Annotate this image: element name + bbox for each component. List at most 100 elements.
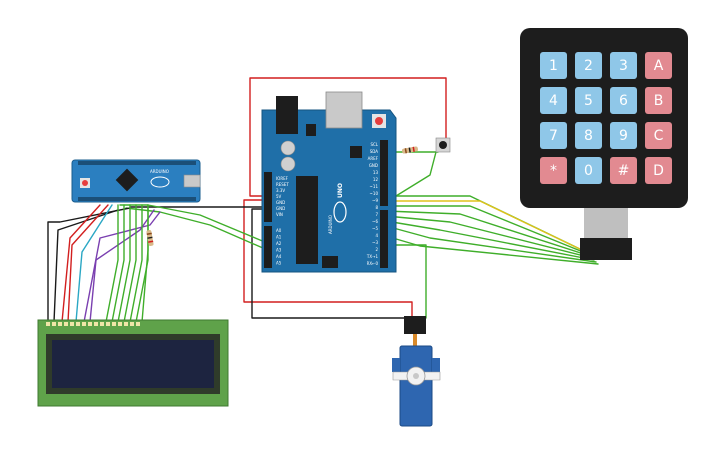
keypad-key[interactable]: * [540, 157, 567, 184]
servo-body [399, 345, 433, 427]
uno-digital-pin-label: ~5 [372, 226, 378, 231]
uno-digital-pin-label: ~9 [372, 198, 378, 203]
keypad-key-label: 4 [549, 93, 558, 109]
uno-digital-pin-label: 12 [373, 177, 379, 182]
keypad-key[interactable]: D [645, 157, 672, 184]
keypad-key[interactable]: 4 [540, 87, 567, 114]
uno-capacitor-1 [280, 140, 296, 156]
keypad-key-label: * [550, 163, 557, 179]
uno-digital-pin-label: 2 [375, 247, 378, 252]
servo-motor[interactable] [392, 316, 441, 427]
servo-lead [413, 334, 417, 346]
keypad-key[interactable]: C [645, 122, 672, 149]
uno-digital-pin-label: ~6 [372, 219, 378, 224]
keypad-key[interactable]: 3 [610, 52, 637, 79]
uno-digital-pin-label: RX←0 [367, 261, 379, 266]
uno-power-pin-label: RESET [276, 182, 289, 187]
uno-digital-pin-label: 7 [375, 212, 378, 217]
keypad-key[interactable]: B [645, 87, 672, 114]
uno-pcb [261, 109, 397, 273]
uno-logo: UNO ARDUINO [328, 183, 347, 234]
keypad-key-face [610, 157, 637, 184]
keypad-key[interactable]: 2 [575, 52, 602, 79]
keypad-key[interactable]: 0 [575, 157, 602, 184]
keypad-key-face [540, 52, 567, 79]
lcd-header-pins [46, 322, 140, 326]
keypad-key-face [575, 87, 602, 114]
servo-mount-tab-left [392, 358, 400, 372]
uno-power-jack [276, 96, 298, 134]
wire-button-green [395, 151, 437, 197]
push-button-cap [439, 141, 447, 149]
keypad-key[interactable]: # [610, 157, 637, 184]
keypad-key[interactable]: 5 [575, 87, 602, 114]
servo-hub-screw [413, 373, 419, 379]
keypad-key[interactable]: 7 [540, 122, 567, 149]
keypad-key-face [575, 52, 602, 79]
keypad-key[interactable]: 6 [610, 87, 637, 114]
uno-power-pin-label: IOREF [276, 176, 289, 181]
keypad-key-label: 0 [584, 163, 593, 179]
uno-power-pin-label: 5V [276, 194, 282, 199]
wire-lcd-black-1 [47, 207, 131, 323]
nano-reset-knob [82, 180, 88, 186]
uno-analog-pin-label: A3 [276, 248, 282, 253]
wire-lcd-cyan [75, 204, 113, 323]
uno-digital-pin-label: TX→1 [366, 254, 379, 259]
uno-power-pin-label: VIN [276, 212, 283, 217]
uno-digital-pin-label: 13 [373, 170, 379, 175]
wire-lcd-green-4 [123, 204, 137, 323]
keypad-key-label: 7 [549, 128, 558, 144]
keypad-key[interactable]: 8 [575, 122, 602, 149]
keypad-key[interactable]: A [645, 52, 672, 79]
arduino-nano[interactable]: ARDUINO [71, 159, 201, 203]
keypad-key-face [540, 87, 567, 114]
uno-icsp-header [322, 256, 338, 268]
keypad-key[interactable]: 1 [540, 52, 567, 79]
uno-analog-header [264, 226, 272, 268]
keypad-key-face [610, 122, 637, 149]
keypad-ribbon [584, 208, 628, 238]
lcd-screen [52, 340, 214, 388]
keypad-key-face [645, 87, 672, 114]
wire-keypad-4 [385, 210, 591, 257]
keypad-key-face [575, 122, 602, 149]
keypad-key-face [540, 157, 567, 184]
uno-digital-header-low [380, 210, 388, 268]
uno-digital-pin-label: GND [369, 163, 378, 168]
push-button[interactable] [435, 137, 451, 153]
wire-lcd-red-2 [67, 204, 109, 323]
keypad-key-face [645, 122, 672, 149]
keypad-key-label: A [654, 58, 664, 74]
uno-capacitor-2 [280, 156, 296, 172]
uno-reset-knob [375, 117, 383, 125]
nano-usb-port [183, 174, 201, 188]
keypad-key-face [645, 52, 672, 79]
uno-power-pin-label: GND [276, 206, 285, 211]
wire-keypad-3 [385, 205, 589, 255]
uno-analog-pin-label: A1 [276, 235, 282, 240]
keypad-key[interactable]: 9 [610, 122, 637, 149]
uno-analog-pin-label: A2 [276, 241, 282, 246]
uno-digital-pin-label: SCL [370, 142, 378, 147]
wire-keypad-5 [385, 215, 593, 259]
nano-resistor [146, 230, 154, 246]
uno-digital-pin-label: AREF [368, 156, 379, 161]
keypad-key-face [540, 122, 567, 149]
wire-nano-uno-1 [119, 204, 273, 246]
uno-power-pin-label: 3.3V [276, 188, 285, 193]
uno-regulator [306, 124, 316, 136]
uno-usb-port [325, 91, 363, 129]
uno-analog-pin-label: A4 [276, 254, 282, 259]
lcd-16x2[interactable] [37, 319, 229, 407]
wire-5v-top-loop [249, 77, 447, 197]
uno-power-pin-label: GND [276, 200, 285, 205]
keypad-key-face [610, 52, 637, 79]
uno-digital-pin-label: ~3 [372, 240, 378, 245]
uno-digital-pin-label: ~10 [370, 191, 379, 196]
keypad-key-label: 1 [549, 58, 558, 74]
keypad-key-label: 9 [619, 128, 628, 144]
